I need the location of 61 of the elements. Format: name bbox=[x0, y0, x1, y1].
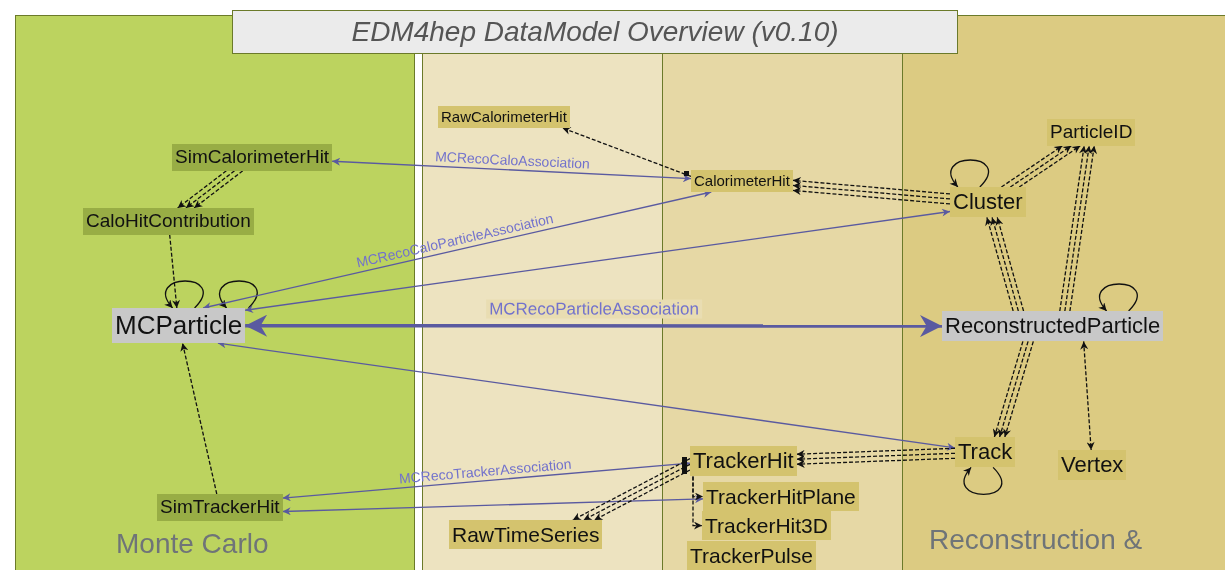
arrow bbox=[561, 127, 692, 178]
class-box: TrackerHitPlane bbox=[703, 482, 859, 512]
class-box: ParticleID bbox=[1047, 119, 1136, 146]
self-loop-arrow bbox=[218, 280, 258, 309]
class-box: MCParticle bbox=[112, 308, 246, 344]
arrow bbox=[177, 170, 227, 209]
panel bbox=[902, 15, 1225, 570]
arrow bbox=[985, 216, 1014, 312]
panel-title: Monte Carlo bbox=[116, 528, 269, 560]
edge-label: MCRecoCaloAssociation bbox=[434, 149, 590, 171]
arrow bbox=[1000, 145, 1064, 188]
arrow bbox=[185, 170, 236, 209]
arrow bbox=[796, 452, 956, 463]
arrow bbox=[692, 475, 703, 530]
arrow bbox=[180, 342, 218, 495]
arrow bbox=[202, 189, 712, 311]
arrow bbox=[217, 340, 956, 451]
class-box: ReconstructedParticle bbox=[942, 311, 1164, 342]
class-box: SimTrackerHit bbox=[157, 494, 283, 521]
panel-title: Reconstruction & bbox=[929, 524, 1143, 556]
class-box: CaloHitContribution bbox=[83, 208, 254, 235]
arrow bbox=[169, 234, 181, 309]
arrow bbox=[282, 459, 691, 502]
class-box: CalorimeterHit bbox=[691, 170, 793, 192]
arrow bbox=[593, 469, 691, 521]
arrow bbox=[796, 457, 956, 468]
class-box: Cluster bbox=[950, 187, 1026, 218]
arrow bbox=[792, 182, 951, 200]
arrow bbox=[572, 458, 691, 521]
arrow bbox=[1018, 145, 1081, 188]
arrow bbox=[1080, 340, 1095, 451]
self-loop-arrow bbox=[164, 280, 204, 309]
self-loop-arrow bbox=[963, 466, 1003, 496]
class-box: TrackerPulse bbox=[687, 541, 816, 570]
self-loop-arrow bbox=[950, 159, 990, 188]
arrow bbox=[995, 216, 1025, 312]
arrow bbox=[1069, 145, 1098, 312]
arrow bbox=[796, 447, 956, 458]
arrow bbox=[990, 216, 1019, 312]
edge-label: MCRecoParticleAssociation bbox=[485, 299, 702, 319]
class-box: RawCalorimeterHit bbox=[438, 106, 570, 128]
arrow bbox=[992, 340, 1024, 438]
class-box: Vertex bbox=[1058, 450, 1127, 481]
arrow bbox=[792, 177, 951, 195]
arrow bbox=[1059, 145, 1087, 312]
title-box: EDM4hep DataModel Overview (v0.10) bbox=[232, 10, 958, 54]
arrow bbox=[193, 170, 244, 209]
self-loop-arrow bbox=[1098, 283, 1138, 312]
arrow bbox=[792, 187, 951, 205]
class-box: RawTimeSeries bbox=[449, 520, 603, 550]
class-box: TrackerHit bbox=[690, 446, 797, 477]
arrow bbox=[582, 463, 691, 521]
arrow bbox=[244, 208, 951, 314]
class-box: Track bbox=[955, 437, 1016, 468]
arrow bbox=[1064, 145, 1092, 312]
arrow bbox=[282, 495, 704, 516]
arrow bbox=[331, 157, 692, 183]
class-box: TrackerHit3D bbox=[702, 511, 831, 541]
arrow bbox=[245, 314, 942, 338]
arrow bbox=[1009, 145, 1072, 188]
class-box: SimCalorimeterHit bbox=[172, 144, 333, 171]
